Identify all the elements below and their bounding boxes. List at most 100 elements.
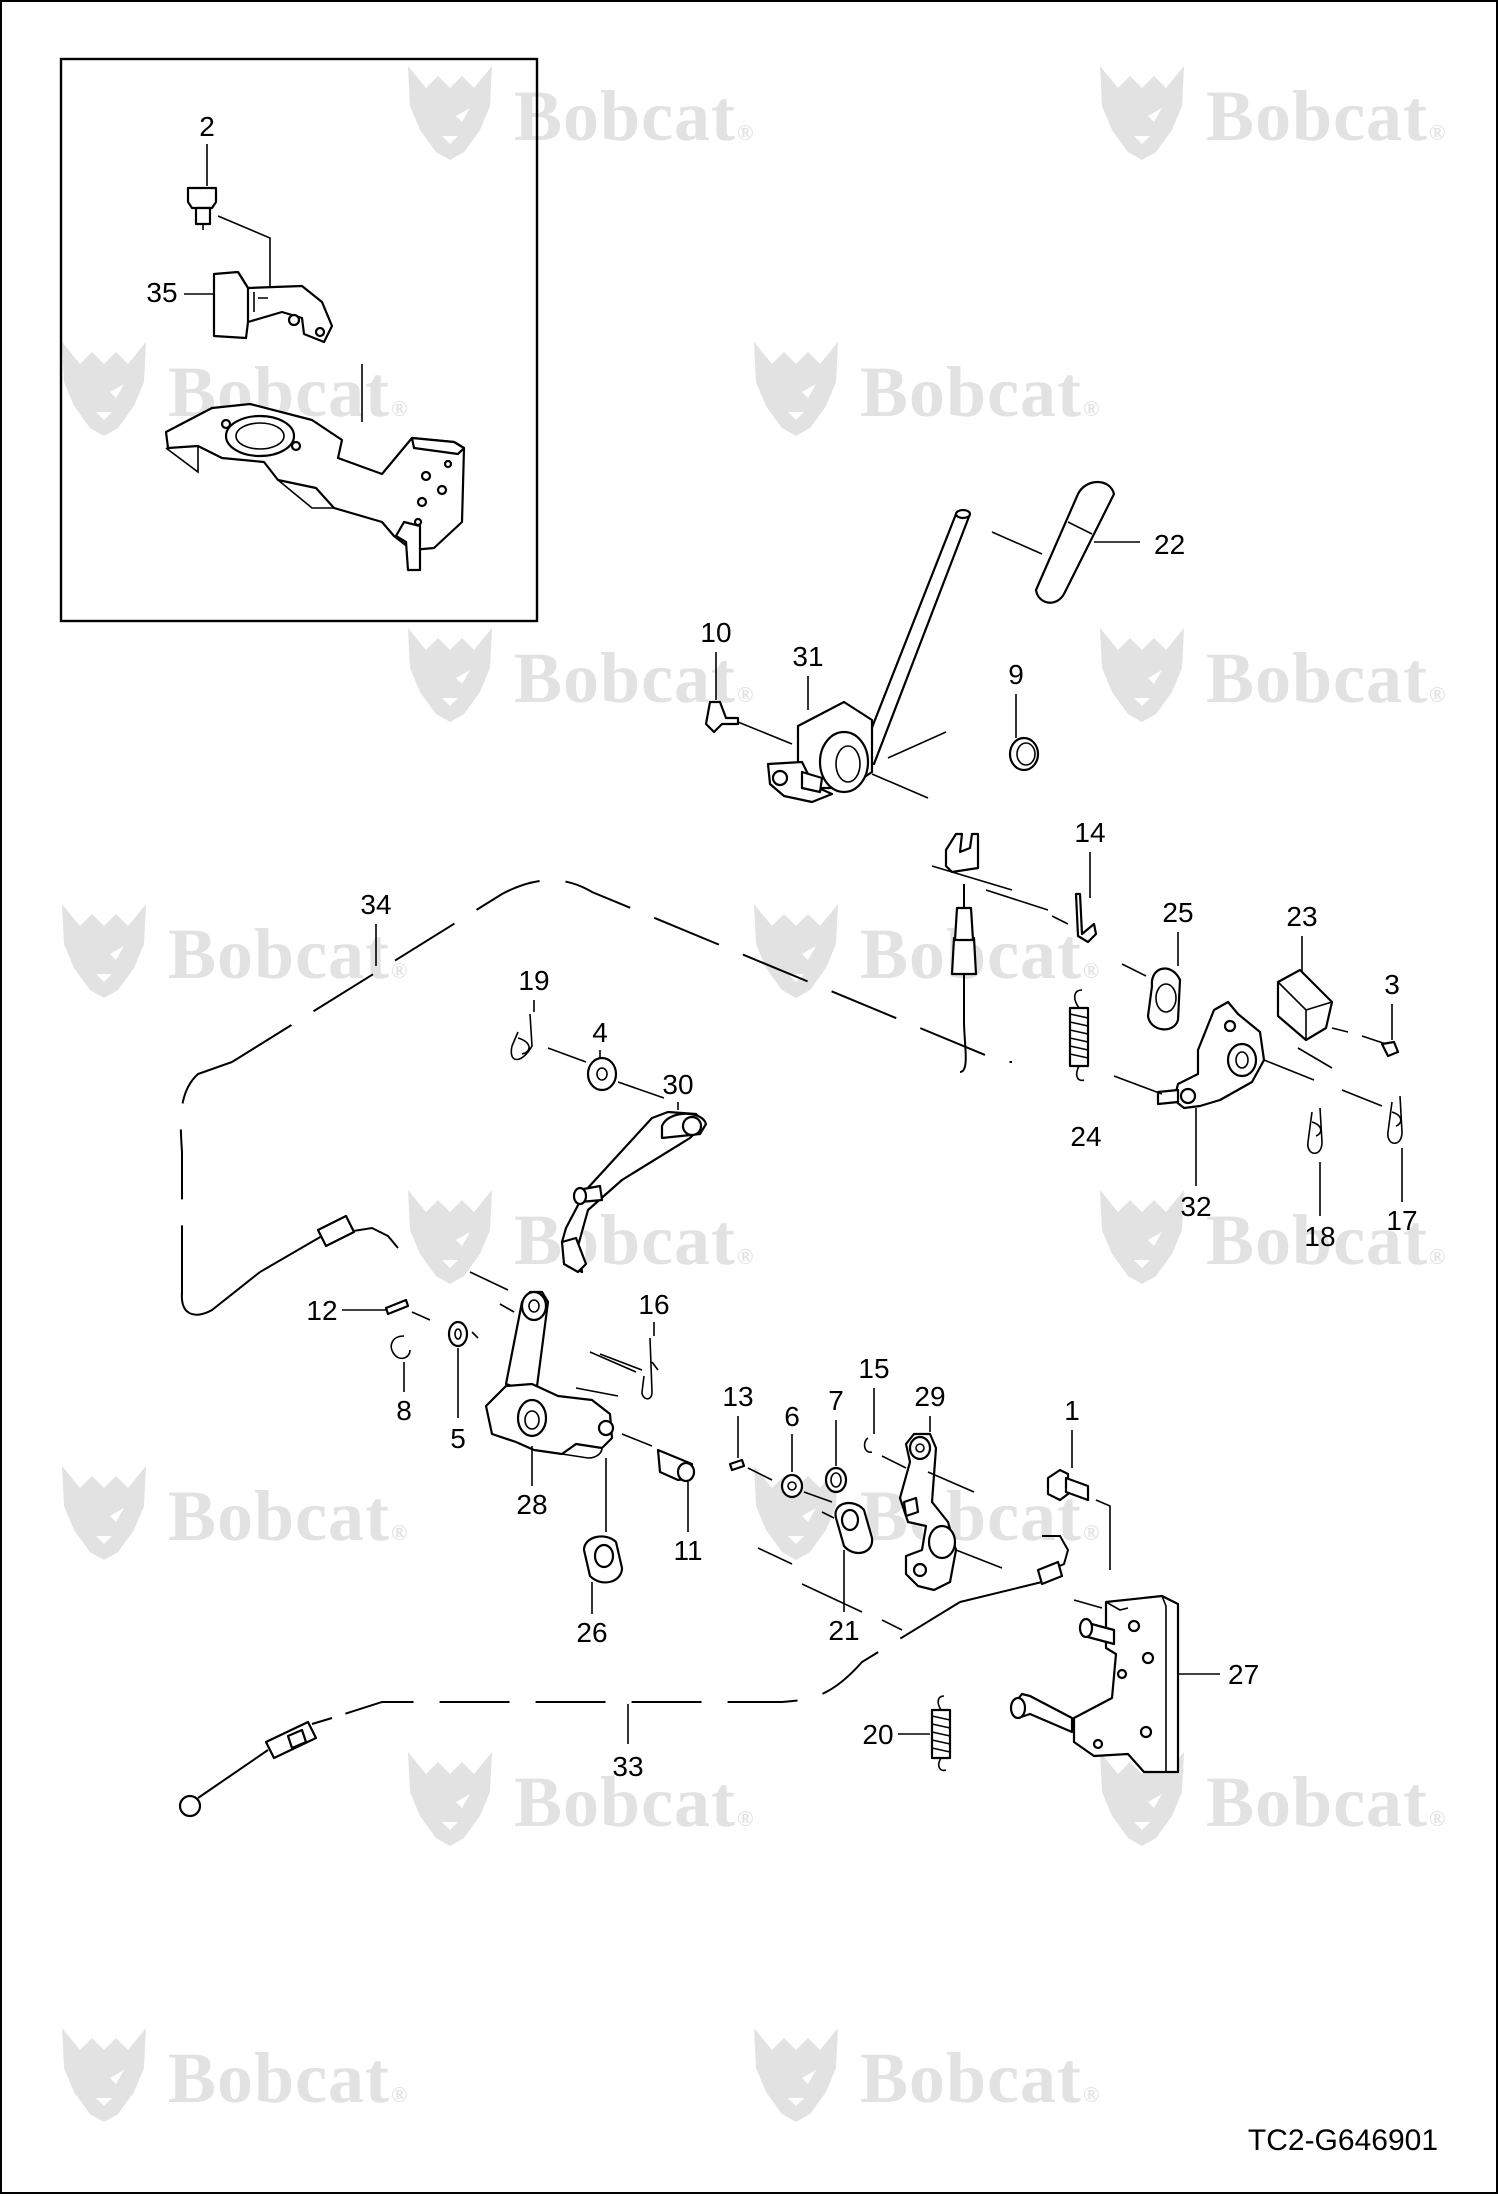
callout-19: 19 (518, 965, 549, 996)
part-plate-27 (1009, 1594, 1180, 1774)
watermark-text: Bobcat (1206, 1762, 1428, 1842)
watermark: Bobcat® (754, 2028, 1100, 2122)
part-bushing-21 (834, 1501, 874, 1555)
part-screw-3 (1380, 1040, 1400, 1058)
callout-23: 23 (1286, 901, 1317, 932)
svg-text:®: ® (1083, 396, 1100, 421)
callout-4: 4 (592, 1017, 608, 1048)
part-clip-16 (641, 1337, 659, 1400)
watermark-text: Bobcat (168, 2038, 390, 2118)
part-ring-9 (1008, 736, 1040, 772)
watermark-text: Bobcat (514, 76, 736, 156)
svg-text:®: ® (391, 958, 408, 983)
callout-24: 24 (1070, 1121, 1101, 1152)
watermark-text: Bobcat (1206, 1200, 1428, 1280)
part-cable-33 (178, 1535, 1070, 1818)
part-block-23 (1276, 968, 1334, 1042)
part-lever-rod (858, 508, 972, 766)
watermark-layer: Bobcat® Bobcat® Bobcat® Bobcat® Bobcat® … (62, 66, 1446, 2122)
svg-text:®: ® (1429, 120, 1446, 145)
watermark: Bobcat® (408, 628, 754, 722)
watermark: Bobcat® (62, 2028, 408, 2122)
callout-5: 5 (450, 1423, 466, 1454)
watermark: Bobcat® (62, 904, 408, 998)
watermark-text: Bobcat (168, 914, 390, 994)
part-hairpin-18 (1307, 1107, 1323, 1155)
part-bellcrank-32 (1113, 1000, 1333, 1110)
watermark: Bobcat® (754, 342, 1100, 436)
callout-30: 30 (662, 1069, 693, 1100)
callout-26: 26 (576, 1617, 607, 1648)
part-lever-29 (898, 1432, 1003, 1592)
watermark: Bobcat® (408, 66, 754, 160)
part-cotter-13 (728, 1458, 746, 1472)
callout-15: 15 (858, 1353, 889, 1384)
part-cable-34 (179, 832, 1012, 1316)
part-pin-11 (656, 1448, 696, 1483)
part-pin-10 (704, 700, 740, 734)
svg-text:®: ® (391, 396, 408, 421)
callout-3: 3 (1384, 969, 1400, 1000)
watermark: Bobcat® (1100, 1190, 1446, 1284)
callout-9: 9 (1008, 659, 1024, 690)
callout-18: 18 (1304, 1221, 1335, 1252)
callout-12: 12 (306, 1295, 337, 1326)
svg-text:®: ® (391, 2082, 408, 2107)
svg-text:®: ® (391, 1520, 408, 1545)
callout-33: 33 (612, 1751, 643, 1782)
callout-32: 32 (1180, 1191, 1211, 1222)
part-ring-7 (824, 1466, 848, 1494)
callout-8: 8 (396, 1395, 412, 1426)
part-bolt-1 (1046, 1468, 1111, 1570)
callout-6: 6 (784, 1401, 800, 1432)
callout-29: 29 (914, 1381, 945, 1412)
callout-1: 1 (1064, 1395, 1080, 1426)
watermark: Bobcat® (1100, 66, 1446, 160)
watermark-text: Bobcat (860, 2038, 1082, 2118)
watermark: Bobcat® (1100, 1752, 1446, 1846)
svg-text:®: ® (1083, 958, 1100, 983)
callout-28: 28 (516, 1489, 547, 1520)
svg-text:®: ® (737, 120, 754, 145)
part-pedal-arm-28 (484, 1290, 619, 1459)
watermark: Bobcat® (1100, 628, 1445, 722)
callout-35: 35 (146, 277, 177, 308)
watermark: Bobcat® (408, 1752, 753, 1846)
watermark-text: Bobcat (860, 352, 1082, 432)
watermark-text: Bobcat (1206, 76, 1428, 156)
part-hairpin-19 (510, 1013, 533, 1061)
svg-text:®: ® (1083, 1520, 1100, 1545)
watermark-text: Bobcat (514, 1762, 736, 1842)
svg-text:®: ® (1083, 2082, 1100, 2107)
svg-text:®: ® (737, 1244, 754, 1269)
part-cotter-12 (384, 1298, 410, 1316)
watermark: Bobcat® (408, 1190, 754, 1284)
callout-17: 17 (1386, 1205, 1417, 1236)
watermark-text: Bobcat (860, 1476, 1082, 1556)
part-hairpin-17 (1387, 1095, 1403, 1145)
watermark: Bobcat® (62, 1466, 408, 1560)
callout-25: 25 (1162, 897, 1193, 928)
svg-text:®: ® (1429, 1244, 1446, 1269)
part-washer-5 (447, 1320, 469, 1348)
part-mounting-plate (164, 402, 466, 572)
callout-27: 27 (1228, 1659, 1259, 1690)
callout-31: 31 (792, 641, 823, 672)
inset-detail: 2 35 (59, 57, 539, 623)
callout-13: 13 (722, 1381, 753, 1412)
part-bushing-26 (582, 1535, 624, 1584)
callout-34: 34 (360, 889, 391, 920)
svg-text:®: ® (1429, 1806, 1446, 1831)
part-knob-22 (991, 480, 1140, 604)
callout-21: 21 (828, 1615, 859, 1646)
callout-7: 7 (828, 1385, 844, 1416)
watermark-text: Bobcat (514, 638, 736, 718)
part-bushing-25 (1146, 967, 1182, 1031)
inset-frame (59, 57, 539, 623)
watermark: Bobcat® (754, 1466, 1100, 1560)
callout-14: 14 (1074, 817, 1105, 848)
svg-text:®: ® (737, 682, 754, 707)
part-washer-4 (586, 1056, 618, 1092)
document-code: TC2-G646901 (1247, 2124, 1438, 2157)
